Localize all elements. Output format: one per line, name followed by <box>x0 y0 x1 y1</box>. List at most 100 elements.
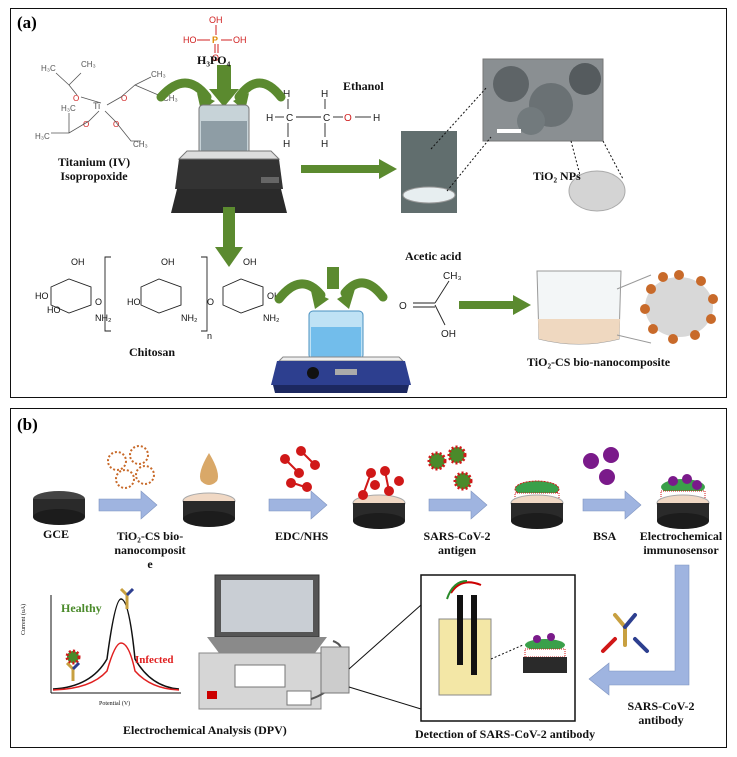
tio2-cs-label-1: TiO₂-CS bio- <box>116 529 184 543</box>
svg-text:O: O <box>113 120 119 129</box>
detection-label: Detection of SARS-CoV-2 antibody <box>415 727 596 741</box>
panel-a-label: (a) <box>17 13 37 32</box>
svg-text:n: n <box>207 331 212 341</box>
chitosan-label: Chitosan <box>129 345 176 359</box>
bsa-particles <box>583 447 619 485</box>
activated-electrode <box>352 466 406 529</box>
tio2-cs-label-2: nanocomposit <box>114 543 186 557</box>
immunosensor-label-2: immunosensor <box>643 543 719 557</box>
svg-text:OH: OH <box>267 291 281 301</box>
x-axis-label: Potential (V) <box>99 701 131 707</box>
svg-text:O: O <box>121 94 127 103</box>
svg-text:C: C <box>286 113 293 124</box>
return-arrow <box>588 564 690 696</box>
antigen-electrode <box>510 480 564 529</box>
svg-text:OH: OH <box>441 329 456 340</box>
svg-text:O: O <box>399 301 407 312</box>
svg-text:NH₂: NH₂ <box>263 313 280 323</box>
antigen-particles <box>427 445 473 491</box>
svg-text:HO: HO <box>183 35 197 45</box>
svg-text:CH₃: CH₃ <box>151 70 166 79</box>
composite-beaker <box>536 270 622 345</box>
panel-b-label: (b) <box>17 415 38 434</box>
svg-text:CH₃: CH₃ <box>443 271 462 282</box>
acetic-acid-label: Acetic acid <box>405 249 462 263</box>
svg-text:HO: HO <box>35 291 49 301</box>
svg-text:NH₂: NH₂ <box>95 313 112 323</box>
svg-text:H: H <box>283 89 290 100</box>
svg-text:Ti: Ti <box>93 101 100 111</box>
svg-text:OH: OH <box>243 257 257 267</box>
gce-electrode <box>33 491 85 525</box>
titanium-label-2: Isopropoxide <box>60 169 128 183</box>
hotplate-stirrer-2 <box>271 310 411 393</box>
svg-text:O: O <box>83 120 89 129</box>
antibody-label-2: antibody <box>638 713 684 727</box>
svg-text:O: O <box>207 297 214 307</box>
tio2-cs-label-3: e <box>147 557 153 571</box>
phosphoric-acid-structure: OH HO P OH O <box>183 15 247 63</box>
tio2-cs-particles <box>107 445 155 489</box>
chitosan-structure: OH OH OH HO HO O HO O OH NH₂ NH₂ NH₂ n <box>35 256 281 341</box>
immunosensor-label-1: Electrochemical <box>639 529 723 543</box>
blue-step-arrows <box>98 490 642 520</box>
h3po4-label: H₃PO₄ <box>197 53 231 67</box>
svg-text:CH₃: CH₃ <box>133 140 148 149</box>
hotplate-stirrer-1 <box>171 104 287 213</box>
product-vial <box>401 131 457 213</box>
tio2-nps-label: TiO₂ NPs <box>533 169 581 183</box>
svg-text:O: O <box>212 53 219 63</box>
y-axis-label: Current (uA) <box>21 603 27 635</box>
panel-b-graphics <box>33 445 710 722</box>
orange-particles <box>640 270 718 344</box>
infected-label: Infected <box>135 654 174 666</box>
antigen-label-1: SARS-CoV-2 <box>423 529 491 543</box>
dpv-plot <box>50 587 181 694</box>
bsa-label: BSA <box>593 529 617 543</box>
svg-text:HO: HO <box>127 297 141 307</box>
svg-text:H: H <box>283 139 290 150</box>
edc-nhs-molecules <box>280 446 320 492</box>
svg-text:O: O <box>95 297 102 307</box>
svg-text:H₃C: H₃C <box>41 64 56 73</box>
antibody-label-1: SARS-CoV-2 <box>627 699 695 713</box>
infected-curve <box>52 642 180 691</box>
svg-text:OH: OH <box>233 35 247 45</box>
svg-text:H₃C: H₃C <box>61 104 76 113</box>
healthy-curve <box>52 598 180 690</box>
antigen-label-2: antigen <box>437 543 476 557</box>
detection-cell <box>438 580 492 696</box>
ethanol-label: Ethanol <box>343 79 384 93</box>
svg-text:C: C <box>323 113 330 124</box>
svg-text:P: P <box>212 35 218 45</box>
svg-text:HO: HO <box>47 305 61 315</box>
panel-a: (a) OH HO P OH O H₃C CH₃ CH₃ CH₃ O <box>10 8 727 398</box>
svg-text:O: O <box>73 94 79 103</box>
immunosensor-electrode <box>656 474 710 529</box>
laptop-potentiostat <box>198 574 327 710</box>
panel-b: (b) <box>10 408 727 748</box>
bio-nanocomposite-label: TiO₂-CS bio-nanocomposite <box>527 355 671 369</box>
svg-text:H₃C: H₃C <box>35 132 50 141</box>
ethanol-structure: H H H C C O H H H <box>266 89 380 150</box>
gce-label: GCE <box>43 527 70 541</box>
nanocomposite-particle <box>645 277 713 337</box>
svg-text:H: H <box>373 113 380 124</box>
svg-text:CH₃: CH₃ <box>81 60 96 69</box>
panel-a-graphics: OH HO P OH O H₃C CH₃ CH₃ CH₃ O Ti O O O … <box>35 15 718 393</box>
detection-electrode <box>523 633 567 673</box>
antibody-icon <box>601 613 649 653</box>
svg-text:OH: OH <box>209 15 223 25</box>
healthy-label: Healthy <box>61 601 102 615</box>
tio2-disc <box>568 170 626 212</box>
coated-electrode <box>182 453 236 527</box>
svg-text:H: H <box>321 89 328 100</box>
svg-text:O: O <box>344 113 352 124</box>
svg-text:H: H <box>321 139 328 150</box>
svg-text:CH₃: CH₃ <box>163 94 178 103</box>
svg-text:OH: OH <box>71 257 85 267</box>
analysis-label: Electrochemical Analysis (DPV) <box>123 723 287 737</box>
titanium-isopropoxide-structure: H₃C CH₃ CH₃ CH₃ O Ti O O O H₃C H₃C CH₃ <box>35 60 178 149</box>
svg-text:H: H <box>266 113 273 124</box>
svg-text:NH₂: NH₂ <box>181 313 198 323</box>
